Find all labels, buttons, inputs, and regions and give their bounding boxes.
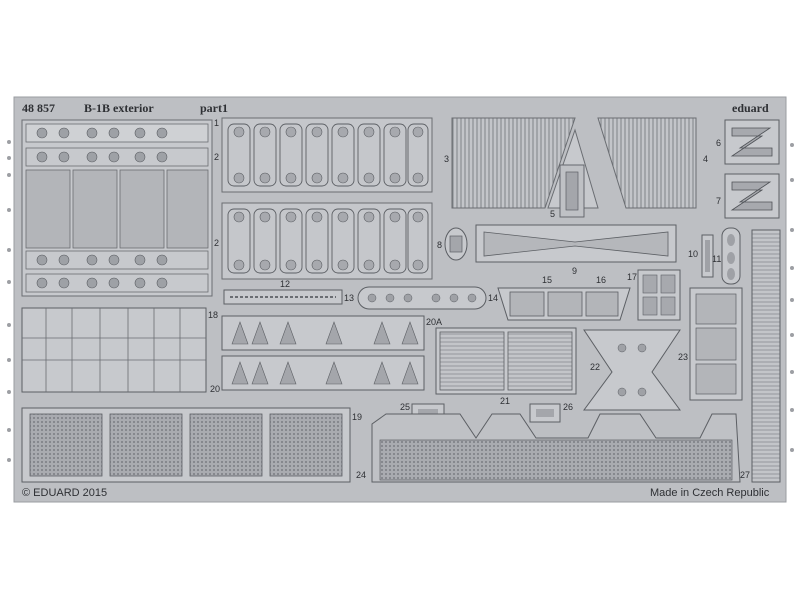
part-24-grate-panel bbox=[371, 413, 741, 483]
part-1-panel bbox=[21, 119, 213, 297]
part-label: 18 bbox=[208, 310, 218, 320]
part-11-oval-links bbox=[721, 227, 741, 285]
part-label: 25 bbox=[400, 402, 410, 412]
part-2-hinge-strip-bottom bbox=[221, 202, 433, 280]
part-23-window-frame bbox=[689, 287, 743, 401]
part-label: 17 bbox=[627, 272, 637, 282]
part-8-oval-plate bbox=[444, 227, 468, 261]
part-label: 4 bbox=[703, 154, 708, 164]
origin-text: Made in Czech Republic bbox=[650, 487, 770, 499]
part-label: 3 bbox=[444, 154, 449, 164]
part-19-grille-strip bbox=[21, 407, 351, 483]
part-label: 8 bbox=[437, 240, 442, 250]
part-26-bracket bbox=[529, 403, 561, 423]
part-label: 19 bbox=[352, 412, 362, 422]
fret-title: B-1B exterior bbox=[84, 101, 154, 115]
brand-logo-text: eduard bbox=[732, 101, 769, 115]
part-label: 23 bbox=[678, 352, 688, 362]
part-10-slot-strip bbox=[701, 234, 714, 278]
part-label: 14 bbox=[488, 293, 498, 303]
part-14-link-strip bbox=[357, 286, 487, 310]
part-label: 9 bbox=[572, 266, 577, 276]
part-20a-louver-strip bbox=[221, 315, 425, 351]
part-2-hinge-strip-top bbox=[221, 117, 433, 193]
part-label: 27 bbox=[740, 470, 750, 480]
fret-code: 48 857 bbox=[22, 101, 55, 115]
part-label: 2 bbox=[214, 238, 219, 248]
part-27-ladder-strip bbox=[751, 229, 781, 483]
part-label: 5 bbox=[550, 209, 555, 219]
part-label: 6 bbox=[716, 138, 721, 148]
part-5-bracket bbox=[559, 164, 585, 218]
part-label: 22 bbox=[590, 362, 600, 372]
copyright-text: © EDUARD 2015 bbox=[22, 487, 107, 499]
fret-part: part1 bbox=[200, 101, 228, 115]
part-label: 20 bbox=[210, 384, 220, 394]
part-3-4-ribbed-panels bbox=[451, 117, 697, 209]
part-17-frame bbox=[637, 269, 681, 321]
part-9-tapered-plate bbox=[475, 224, 677, 263]
part-7-clip bbox=[724, 173, 780, 219]
part-label: 13 bbox=[344, 293, 354, 303]
part-21-ribbed-doors bbox=[435, 327, 577, 395]
part-number-labels: 1 2 2 3 4 5 6 7 8 9 10 11 12 13 14 15 16… bbox=[208, 118, 750, 480]
part-12-rail bbox=[223, 289, 343, 305]
part-18-grid-panel bbox=[21, 307, 207, 393]
part-label: 20A bbox=[426, 317, 442, 327]
part-label: 2 bbox=[214, 152, 219, 162]
part-15-16-trapezoids bbox=[497, 287, 631, 321]
part-label: 15 bbox=[542, 275, 552, 285]
part-6-clip bbox=[724, 119, 780, 165]
edge-holes-right bbox=[790, 143, 794, 452]
edge-holes-left bbox=[7, 140, 11, 462]
part-label: 24 bbox=[356, 470, 366, 480]
part-label: 12 bbox=[280, 279, 290, 289]
part-label: 11 bbox=[712, 254, 721, 264]
part-label: 7 bbox=[716, 196, 721, 206]
part-label: 26 bbox=[563, 402, 573, 412]
part-label: 21 bbox=[500, 396, 510, 406]
part-22-diamond-plate bbox=[583, 329, 681, 411]
part-20-louver-strip bbox=[221, 355, 425, 391]
part-label: 1 bbox=[214, 118, 219, 128]
part-label: 16 bbox=[596, 275, 606, 285]
part-label: 10 bbox=[688, 249, 698, 259]
